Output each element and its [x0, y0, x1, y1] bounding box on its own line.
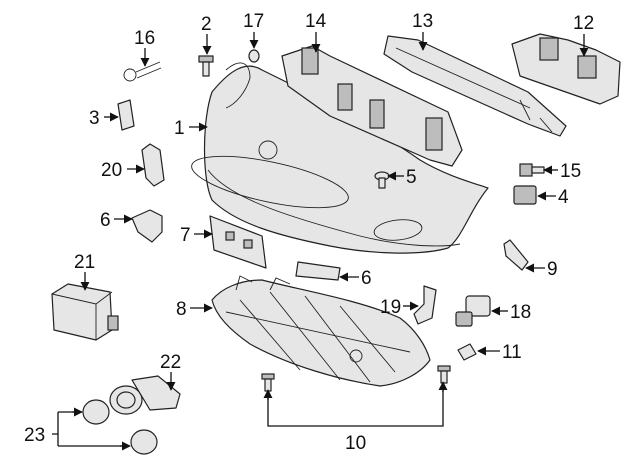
clip-4: [513, 185, 537, 205]
callout-22: 22: [160, 352, 181, 373]
sensor-18: [455, 295, 491, 327]
bracket-6-center: [295, 261, 341, 281]
license-plate-bracket: [209, 215, 267, 269]
callout-4: 4: [558, 187, 569, 208]
callout-16: 16: [134, 28, 155, 49]
callout-13: 13: [412, 11, 433, 32]
callout-15: 15: [560, 161, 581, 182]
callout-14: 14: [305, 11, 327, 32]
sensor-bezel-lower: [130, 429, 158, 455]
callout-18: 18: [510, 302, 531, 323]
tow-eye: [123, 61, 162, 82]
bumper-cover: [191, 62, 489, 254]
callout-21: 21: [74, 252, 95, 273]
parking-sensor: [109, 375, 181, 415]
sensor-bezel-upper: [82, 399, 110, 425]
callout-6-center: 6: [361, 268, 372, 289]
bracket-19: [413, 285, 437, 325]
clip-5: [374, 171, 390, 189]
callout-19: 19: [380, 297, 401, 318]
bracket-6-left: [131, 209, 163, 243]
bracket-20: [141, 143, 165, 187]
clip-11: [457, 343, 477, 361]
clip-17: [248, 49, 260, 63]
leader-23: [52, 411, 128, 447]
foam-block: [511, 33, 621, 105]
callout-7: 7: [180, 225, 191, 246]
callout-6-left: 6: [100, 210, 111, 231]
bumper-reinforcement: [281, 45, 463, 167]
callout-23: 23: [24, 425, 45, 446]
bracket-3: [117, 99, 135, 131]
bolt-15: [519, 163, 545, 177]
callout-11: 11: [502, 342, 522, 363]
callout-12: 12: [573, 13, 594, 34]
leader-10: [267, 384, 444, 427]
bolt-2: [198, 55, 214, 77]
bracket-9: [503, 239, 529, 271]
callout-8: 8: [176, 299, 187, 320]
callout-2: 2: [201, 14, 212, 35]
screw-10-left: [261, 373, 275, 392]
callout-3: 3: [89, 108, 100, 129]
callout-5: 5: [406, 167, 417, 188]
callout-17: 17: [243, 11, 264, 32]
callout-10: 10: [345, 433, 366, 454]
screw-10-right: [437, 365, 451, 384]
control-module: [51, 283, 119, 341]
callout-1: 1: [174, 118, 185, 139]
undertray: [211, 275, 431, 387]
energy-absorber: [383, 35, 567, 137]
callout-9: 9: [547, 259, 558, 280]
callout-20: 20: [101, 160, 122, 181]
